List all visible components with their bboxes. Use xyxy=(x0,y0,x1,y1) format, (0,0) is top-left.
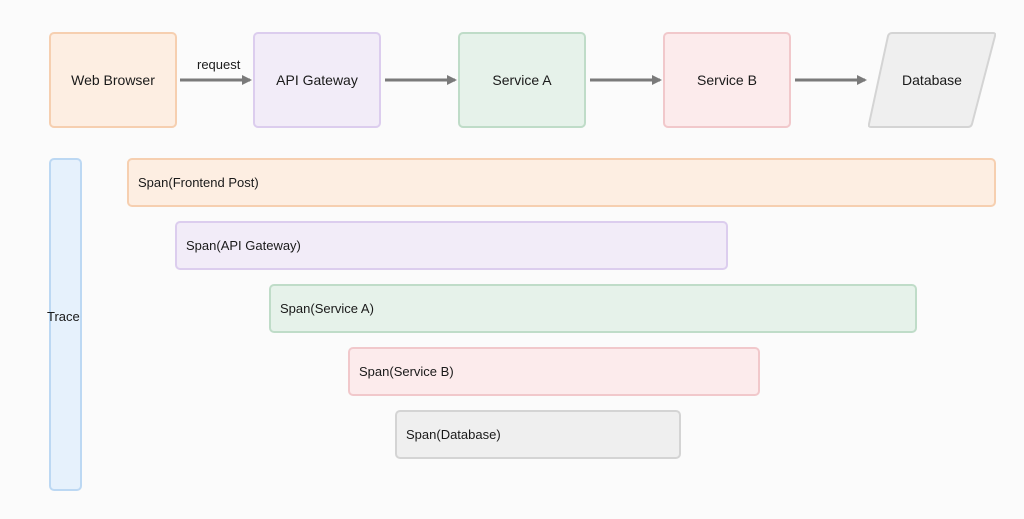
service-a-label: Service A xyxy=(492,72,552,88)
span-service-a[interactable]: Span(Service A) xyxy=(269,284,917,333)
span-api-gateway[interactable]: Span(API Gateway) xyxy=(175,221,728,270)
database-label: Database xyxy=(902,72,962,88)
database-node[interactable]: Database xyxy=(868,32,996,128)
span-frontend-post-label: Span(Frontend Post) xyxy=(138,175,259,190)
database-parallelogram-shape xyxy=(868,32,996,128)
trace-bar[interactable] xyxy=(49,158,82,491)
service-b-node[interactable]: Service B xyxy=(663,32,791,128)
api-gateway-node[interactable]: API Gateway xyxy=(253,32,381,128)
span-service-b-label: Span(Service B) xyxy=(359,364,454,379)
span-service-b[interactable]: Span(Service B) xyxy=(348,347,760,396)
request-edge-label: request xyxy=(197,57,241,72)
span-frontend-post[interactable]: Span(Frontend Post) xyxy=(127,158,996,207)
span-database[interactable]: Span(Database) xyxy=(395,410,681,459)
span-database-label: Span(Database) xyxy=(406,427,501,442)
span-api-gateway-label: Span(API Gateway) xyxy=(186,238,301,253)
span-service-a-label: Span(Service A) xyxy=(280,301,374,316)
api-gateway-label: API Gateway xyxy=(276,72,358,88)
trace-label: Trace xyxy=(47,309,80,324)
service-a-node[interactable]: Service A xyxy=(458,32,586,128)
web-browser-label: Web Browser xyxy=(71,72,155,88)
web-browser-node[interactable]: Web Browser xyxy=(49,32,177,128)
service-b-label: Service B xyxy=(697,72,757,88)
